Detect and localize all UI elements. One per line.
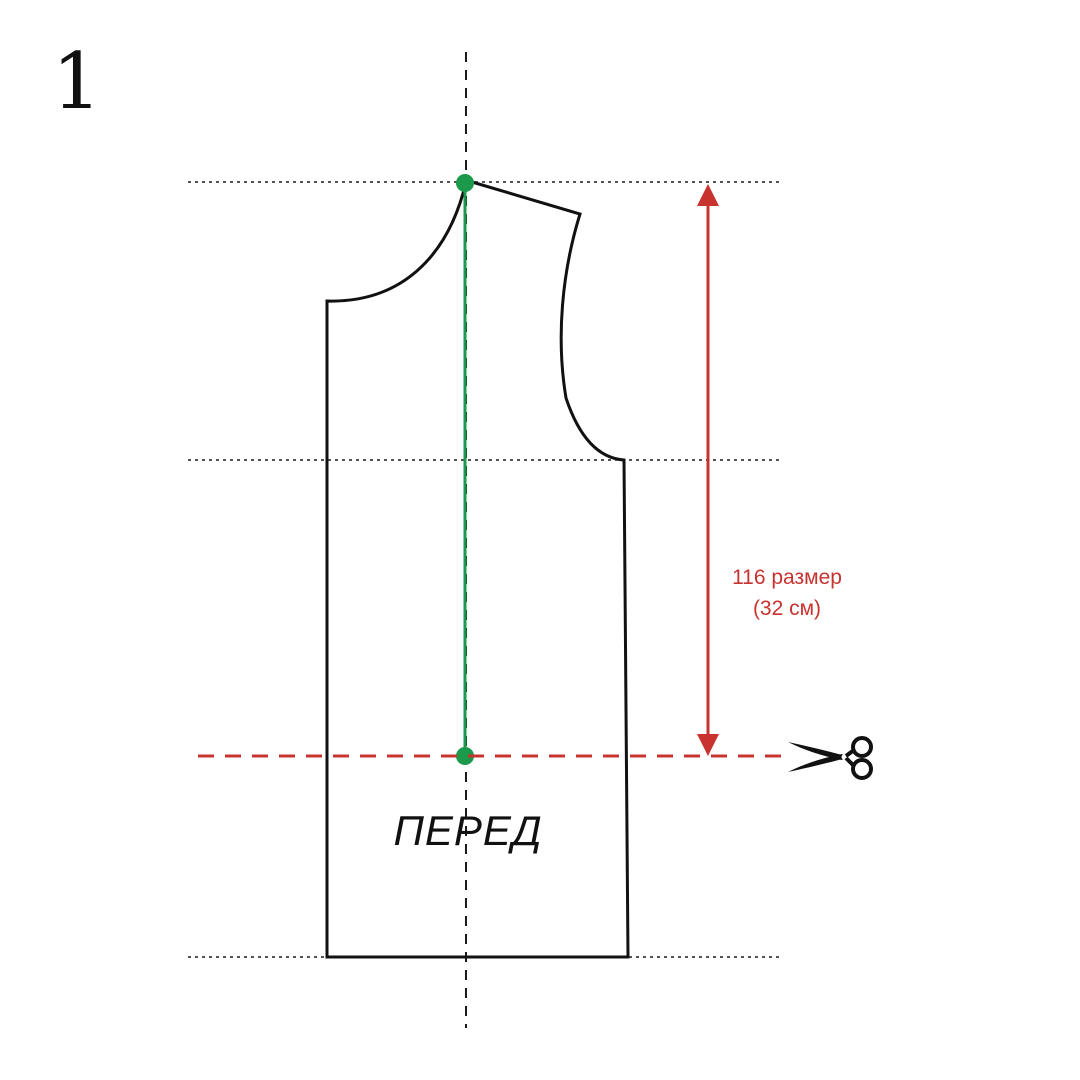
- measure-size-label: 116 размер: [732, 566, 842, 589]
- measure-length-label: (32 см): [753, 597, 821, 620]
- measure-arrow-head-top: [697, 184, 719, 206]
- measure-arrow: [697, 184, 719, 756]
- bottom-measure-point: [456, 747, 474, 765]
- step-number: 1: [52, 37, 102, 127]
- front-piece-outline: [325, 180, 630, 959]
- scissors-icon: [788, 736, 873, 780]
- top-measure-point: [456, 174, 474, 192]
- measure-arrow-head-bottom: [697, 734, 719, 756]
- piece-label: ПЕРЕД: [393, 807, 542, 854]
